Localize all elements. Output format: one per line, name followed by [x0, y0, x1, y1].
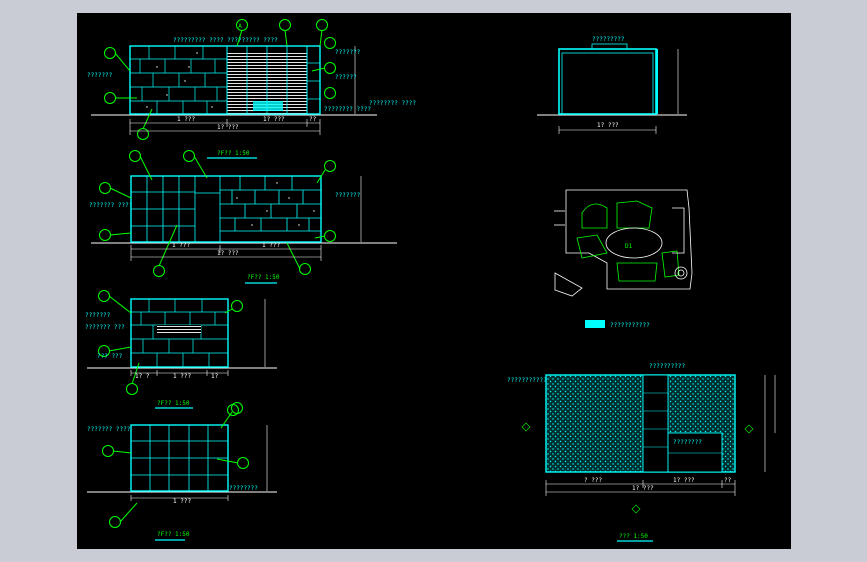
- elevation-bottom-left: 1 ??? ??????? ???? ???????? ?F?? 1:50: [87, 402, 277, 541]
- elevation-top-left: A 1 ??? 1? ??? ?? 1? ??? ????????? ???? …: [87, 19, 416, 159]
- title: ?F?? 1:50: [217, 150, 250, 157]
- title: ??? 1:50: [619, 533, 648, 540]
- note-right-b: ??????: [335, 74, 357, 81]
- note-left: ???????: [87, 72, 113, 79]
- dim-total: 1? ???: [217, 250, 239, 257]
- title: ?F?? 1:50: [157, 531, 190, 538]
- dim-c: 1?: [211, 373, 219, 380]
- note-left: ???????????: [507, 377, 547, 384]
- note-level: ???????? ????: [369, 100, 416, 107]
- note-left: ??????? ????: [89, 202, 133, 209]
- note-top: ??????????: [649, 363, 686, 370]
- note-c: ??? ???: [97, 353, 123, 360]
- note-inner: ????????: [673, 439, 702, 446]
- dim-total: 1? ???: [632, 485, 654, 492]
- note-a: ??????? ????: [87, 426, 131, 433]
- note-top: ????????? ???? ????????? ????: [173, 37, 278, 44]
- roof-plan: ? ??? 1? ??? ?? 1? ??? ?????????? ??????…: [507, 363, 776, 542]
- dim-a: ? ???: [584, 477, 602, 484]
- dim-a: 1 ???: [177, 116, 195, 123]
- site-legend: ???????????: [610, 322, 650, 329]
- note-b: ????????: [229, 485, 258, 492]
- dim-total: 1? ???: [217, 124, 239, 131]
- note-right: ???????: [335, 192, 361, 199]
- section-top-right: 1? ??? ?????????: [537, 36, 687, 134]
- note-a: ???????: [85, 312, 111, 319]
- dim-a: 1? ?: [135, 373, 150, 380]
- dim-a: 1 ???: [172, 242, 190, 249]
- dim-b: 1 ???: [173, 373, 191, 380]
- dim: 1? ???: [597, 122, 619, 129]
- note-right-a: ???????: [335, 49, 361, 56]
- dim-c: ??: [309, 116, 317, 123]
- cad-drawing: A 1 ??? 1? ??? ?? 1? ??? ????????? ???? …: [85, 19, 776, 542]
- dim-c: ??: [724, 477, 732, 484]
- drawing-canvas: A 1 ??? 1? ??? ?? 1? ??? ????????? ???? …: [77, 13, 791, 549]
- elevation-mid-left: 1 ??? 1 ??? 1? ??? ??????? ???? ??????? …: [89, 150, 397, 284]
- elevation-small-left: 1? ? 1 ??? 1? ??????? ??????? ??? ??? ??…: [85, 290, 277, 416]
- dim-b: 1? ???: [263, 116, 285, 123]
- site-plan: [554, 189, 693, 297]
- note-base: ???????? ????: [324, 106, 371, 113]
- site-area-label: D1: [625, 243, 633, 250]
- svg-text:A: A: [238, 23, 242, 30]
- site-legend-swatch: [585, 320, 605, 328]
- note-b: ??????? ???: [85, 324, 125, 331]
- note: ?????????: [592, 36, 625, 43]
- title: ?F?? 1:50: [157, 400, 190, 407]
- dim-b: 1? ???: [673, 477, 695, 484]
- title: ?F?? 1:50: [247, 274, 280, 281]
- dim: 1 ???: [173, 498, 191, 505]
- dim-b: 1 ???: [262, 242, 280, 249]
